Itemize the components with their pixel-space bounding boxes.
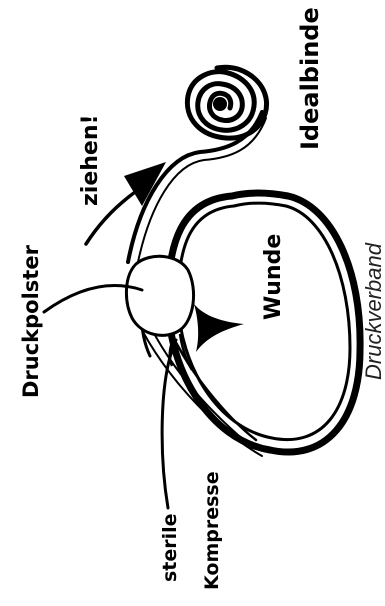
pressure-pad [126, 256, 193, 335]
label-wunde: Wunde [261, 234, 286, 320]
wound-mark [194, 304, 244, 352]
diagram-caption: Druckverband [361, 242, 385, 380]
label-ziehen: ziehen! [78, 114, 103, 206]
label-sterile: sterile [159, 513, 181, 582]
label-kompresse: Kompresse [201, 471, 223, 590]
label-druckpolster: Druckpolster [19, 244, 43, 398]
label-idealbinde: Idealbinde [296, 7, 324, 150]
